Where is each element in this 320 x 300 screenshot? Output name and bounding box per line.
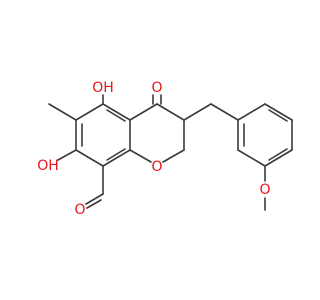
bond <box>75 149 104 167</box>
pyranone-ring-b <box>129 103 185 163</box>
double-bond-inner <box>106 148 126 161</box>
atom-oh-left: OH <box>37 158 59 174</box>
bond <box>75 103 104 121</box>
bond <box>162 149 185 163</box>
chemical-structure-diagram: OH O OH O O O <box>37 80 293 218</box>
bond <box>102 103 131 121</box>
atom-ring-o: O <box>151 159 162 175</box>
bond-methyl <box>48 103 77 121</box>
bond-benzyl <box>210 103 239 121</box>
double-bond-inner <box>268 148 288 161</box>
bond-aldehyde <box>85 193 104 205</box>
atom-labels: OH O OH O O O <box>37 80 270 218</box>
atom-ald-o: O <box>74 202 85 218</box>
aromatic-ring-a <box>75 103 131 167</box>
bond <box>264 103 293 121</box>
atom-keto-o: O <box>151 80 162 96</box>
double-bond-inner <box>106 109 126 122</box>
bond <box>129 149 152 163</box>
bond-aldehyde <box>86 199 102 209</box>
bond-oh-left <box>57 149 77 161</box>
bond <box>102 149 131 167</box>
double-bond-inner <box>268 109 288 122</box>
bond <box>264 149 293 167</box>
atom-ether-o: O <box>259 182 270 198</box>
atom-oh-top: OH <box>92 80 114 96</box>
bond-benzyl <box>183 103 212 121</box>
bond <box>129 103 158 121</box>
methoxyphenyl-ring-c <box>237 103 293 167</box>
bond <box>237 149 266 167</box>
bond <box>237 103 266 121</box>
bond <box>156 103 185 121</box>
substituent-bonds <box>48 94 239 209</box>
